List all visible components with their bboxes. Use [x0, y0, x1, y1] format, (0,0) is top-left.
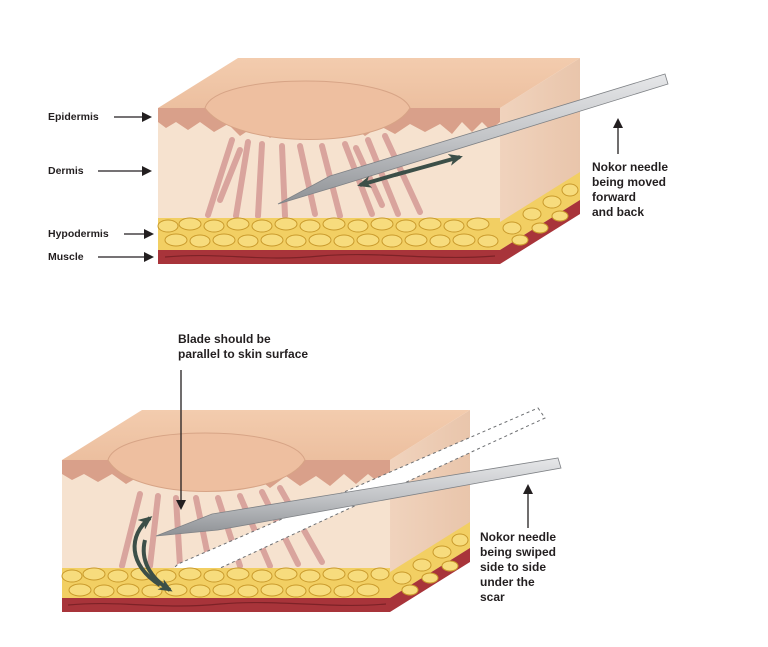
- bottom-muscle-fibers: [67, 601, 387, 607]
- top-label-arrows: [98, 112, 623, 262]
- top-side-fat-cells: [502, 183, 579, 246]
- bottom-skin-block: [61, 407, 562, 612]
- top-scar-dome: [204, 80, 411, 140]
- bottom-side-fat-cells: [392, 533, 469, 596]
- label-dermis: Dermis: [48, 165, 84, 177]
- label-muscle: Muscle: [48, 251, 84, 263]
- blade-caption: Blade should be parallel to skin surface: [178, 332, 309, 361]
- top-needle: [277, 73, 669, 205]
- label-hypodermis: Hypodermis: [48, 228, 109, 240]
- top-skin-block: [157, 58, 669, 264]
- label-epidermis: Epidermis: [48, 111, 99, 123]
- top-needle-caption: Nokor needle being moved forward and bac…: [592, 160, 669, 219]
- top-muscle-layer: [158, 250, 500, 264]
- top-fat-cells: [157, 217, 499, 248]
- bottom-swipe-motion-arrow: [132, 516, 162, 587]
- bottom-scar-dome: [107, 432, 306, 492]
- bottom-label-arrows: [176, 370, 533, 528]
- bottom-needle-caption: Nokor needle being swiped side to side u…: [480, 530, 557, 604]
- top-muscle-fibers: [164, 253, 496, 259]
- bottom-muscle-layer: [62, 598, 390, 612]
- bottom-needle: [155, 457, 562, 537]
